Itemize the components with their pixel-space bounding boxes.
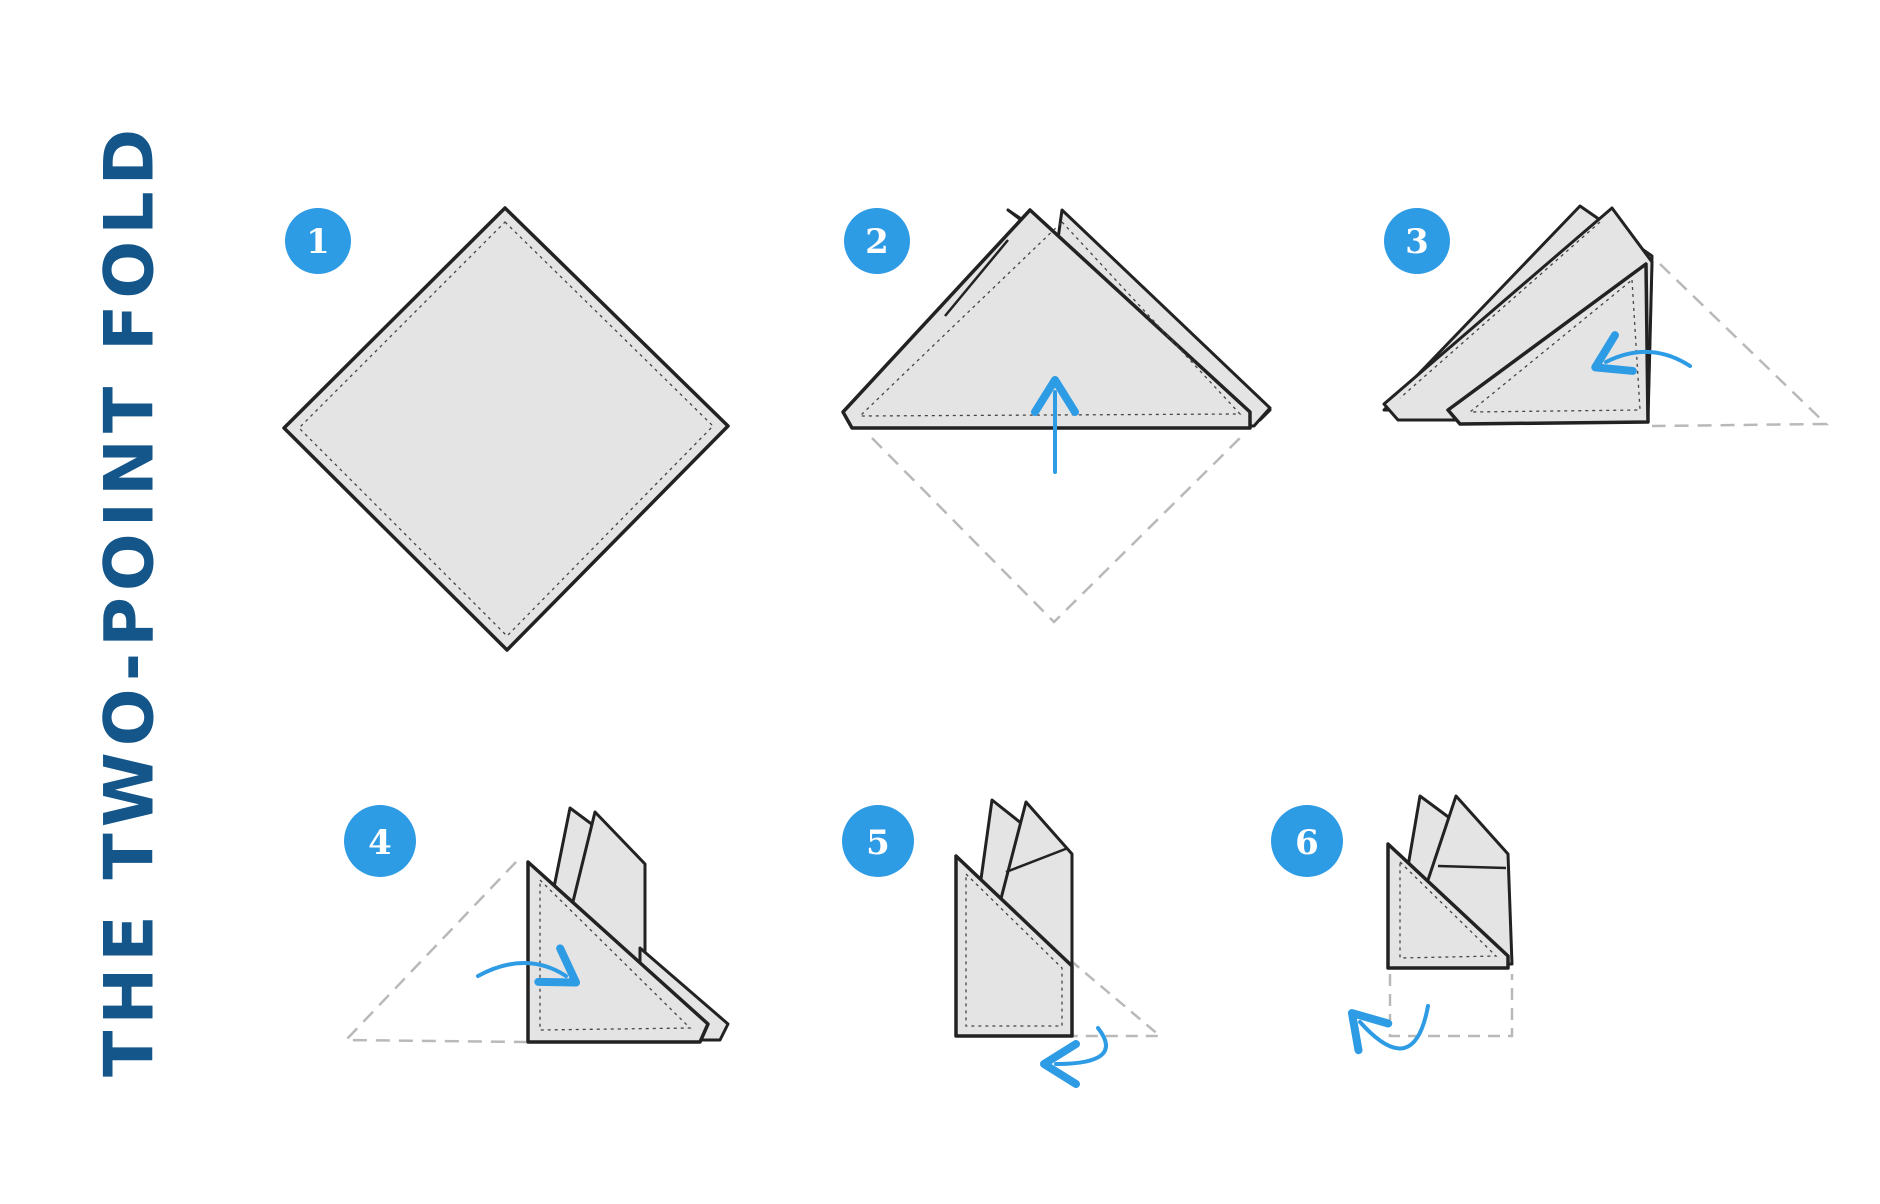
step-number: 3 — [1405, 222, 1429, 262]
step-badge — [844, 208, 910, 274]
step-badge — [842, 805, 914, 877]
square-cloth — [282, 206, 730, 652]
step-number: 4 — [368, 823, 392, 863]
title-wrapper: THE TWO-POINT FOLD — [91, 123, 170, 1077]
page-title: THE TWO-POINT FOLD — [90, 122, 170, 1078]
folded-cloth — [954, 798, 1074, 1038]
triangle-cloth — [841, 208, 1272, 430]
step-number: 2 — [865, 222, 889, 262]
folded-cloth — [526, 806, 730, 1044]
step-5: 5 — [842, 798, 1164, 1088]
step-badge — [1271, 805, 1343, 877]
step-badge — [1384, 208, 1450, 274]
bottom-flap-guide — [1388, 974, 1514, 1038]
fold-right-arrow — [476, 944, 581, 987]
step-badge — [344, 805, 416, 877]
step-4: 4 — [343, 805, 730, 1044]
step-number: 5 — [866, 823, 890, 863]
fold-left-arrow — [1591, 331, 1692, 375]
step-badge — [285, 208, 351, 274]
step-number: 6 — [1295, 823, 1319, 863]
unfolded-guide — [871, 437, 1241, 624]
step-6: 6 — [1271, 794, 1514, 1055]
right-flap-guide — [1651, 263, 1830, 428]
folded-cloth — [1382, 204, 1654, 426]
step-1: 1 — [282, 206, 730, 652]
step-2: 2 — [841, 208, 1272, 624]
left-flap-guide — [343, 861, 527, 1044]
step-number: 1 — [306, 222, 330, 262]
step-3: 3 — [1382, 204, 1830, 428]
finished-cloth — [1386, 794, 1514, 970]
fold-under-arrow — [1040, 1026, 1108, 1088]
right-tip-guide — [1069, 959, 1164, 1038]
fold-under-arrow — [1347, 1004, 1430, 1055]
